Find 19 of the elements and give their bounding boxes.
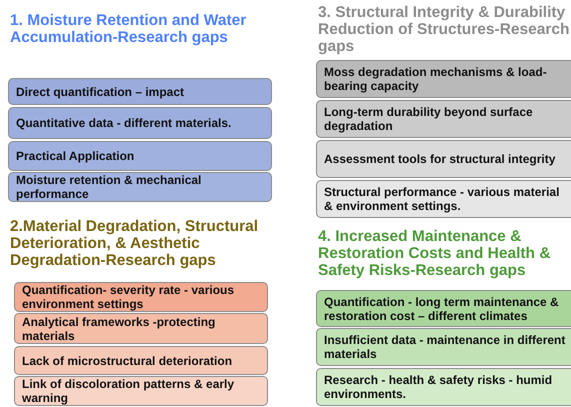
research-gap-box: Long-term durability beyond surface degradation <box>316 100 571 138</box>
research-gap-box: Practical Application <box>8 141 272 171</box>
research-gap-box: Research - health & safety risks - humid environments. <box>316 368 571 406</box>
research-gap-box: Quantification - long term maintenance & restoration cost – different climates <box>316 290 571 327</box>
section-heading: 3. Structural Integrity & Durability Reduction of Structures-Research gaps <box>318 4 570 55</box>
research-gap-box: Link of discoloration patterns & early warning <box>14 376 268 406</box>
research-gap-box: Lack of microstructural deterioration <box>14 346 268 375</box>
section-heading: 2.Material Degradation, Structural Deterioration, & Aesthetic Degradation-Research gaps <box>10 218 260 269</box>
research-gap-box: Direct quantification – impact <box>8 78 272 105</box>
research-gap-box: Quantitative data - different materials. <box>8 107 272 139</box>
research-gap-box: Moisture retention & mechanical performance <box>8 172 272 202</box>
research-gap-box: Structural performance - various material & environment settings. <box>316 180 571 218</box>
section-heading: 1. Moisture Retention and Water Accumulation-Research gaps <box>10 12 248 46</box>
research-gap-box: Moss degradation mechanisms & load-bearing capacity <box>316 60 571 98</box>
section-heading: 4. Increased Maintenance & Restoration Costs and Health & Safety Risks-Research gaps <box>318 228 552 279</box>
research-gap-box: Assessment tools for structural integrity <box>316 140 571 178</box>
research-gap-box: Analytical frameworks -protecting materials <box>14 313 268 344</box>
research-gap-box: Insufficient data - maintenance in different materials <box>316 328 571 366</box>
research-gap-box: Quantification- severity rate - various environment settings <box>14 282 268 312</box>
